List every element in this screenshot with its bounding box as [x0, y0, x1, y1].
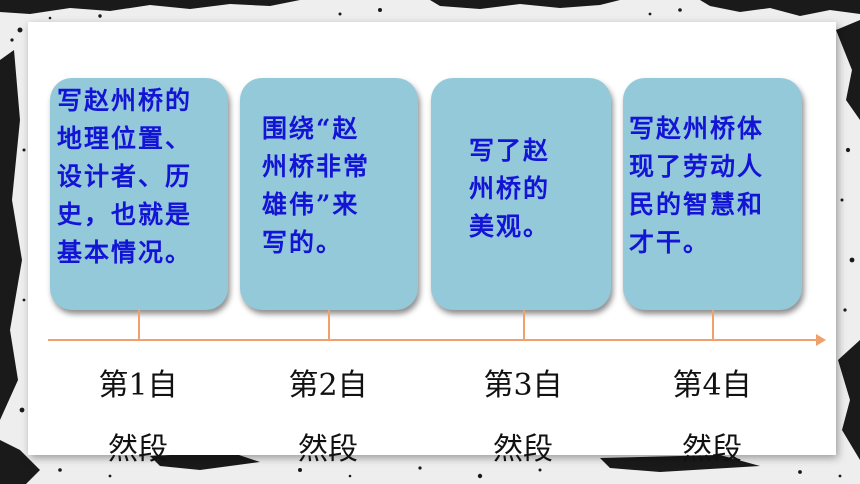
card-line: 才干。 — [629, 228, 711, 257]
card-text: 写赵州桥体 现了劳动人 民的智慧和 才干。 — [623, 110, 802, 262]
card-line: 写的。 — [262, 228, 344, 257]
timeline-tick — [712, 310, 714, 340]
card-line: 史，也就是 — [57, 200, 193, 229]
card-line: 写赵州桥体 — [629, 114, 765, 143]
segment-label-1: 第1自 然段 — [73, 354, 203, 482]
segment-label-2: 第2自 然段 — [263, 354, 393, 482]
card-line: 雄伟”来 — [262, 190, 360, 219]
segment-label-3: 第3自 然段 — [458, 354, 588, 482]
card-paragraph-1: 写赵州桥的 地理位置、 设计者、历 史，也就是 基本情况。 — [50, 78, 228, 310]
segment-label-line: 然段 — [108, 432, 168, 467]
card-paragraph-4: 写赵州桥体 现了劳动人 民的智慧和 才干。 — [623, 78, 802, 310]
segment-label-line: 第1自 — [98, 368, 178, 403]
slide-panel: 写赵州桥的 地理位置、 设计者、历 史，也就是 基本情况。 围绕“赵 州桥非常 … — [28, 22, 836, 467]
card-text: 写赵州桥的 地理位置、 设计者、历 史，也就是 基本情况。 — [50, 82, 228, 272]
timeline-tick — [138, 310, 140, 340]
segment-label-4: 第4自 然段 — [647, 354, 777, 482]
card-line: 地理位置、 — [57, 124, 193, 153]
card-text: 围绕“赵 州桥非常 雄伟”来 写的。 — [240, 110, 418, 262]
segment-label-line: 然段 — [298, 432, 358, 467]
timeline-axis — [48, 339, 818, 341]
segment-label-line: 第4自 — [672, 368, 752, 403]
segment-label-line: 然段 — [493, 432, 553, 467]
card-line: 美观。 — [469, 212, 551, 241]
timeline-tick — [328, 310, 330, 340]
card-line: 写了赵 — [469, 136, 551, 165]
segment-label-line: 第2自 — [288, 368, 368, 403]
card-paragraph-3: 写了赵 州桥的 美观。 — [431, 78, 611, 310]
card-line: 州桥的 — [469, 174, 551, 203]
card-line: 现了劳动人 — [629, 152, 765, 181]
card-line: 写赵州桥的 — [57, 86, 193, 115]
segment-label-line: 第3自 — [483, 368, 563, 403]
card-line: 基本情况。 — [57, 238, 193, 267]
card-line: 州桥非常 — [262, 152, 371, 181]
card-paragraph-2: 围绕“赵 州桥非常 雄伟”来 写的。 — [240, 78, 418, 310]
card-text: 写了赵 州桥的 美观。 — [431, 132, 611, 246]
timeline-arrow-icon — [816, 334, 826, 346]
card-line: 设计者、历 — [57, 162, 193, 191]
card-line: 民的智慧和 — [629, 190, 765, 219]
card-line: 围绕“赵 — [262, 114, 360, 143]
segment-label-line: 然段 — [682, 432, 742, 467]
timeline-tick — [523, 310, 525, 340]
